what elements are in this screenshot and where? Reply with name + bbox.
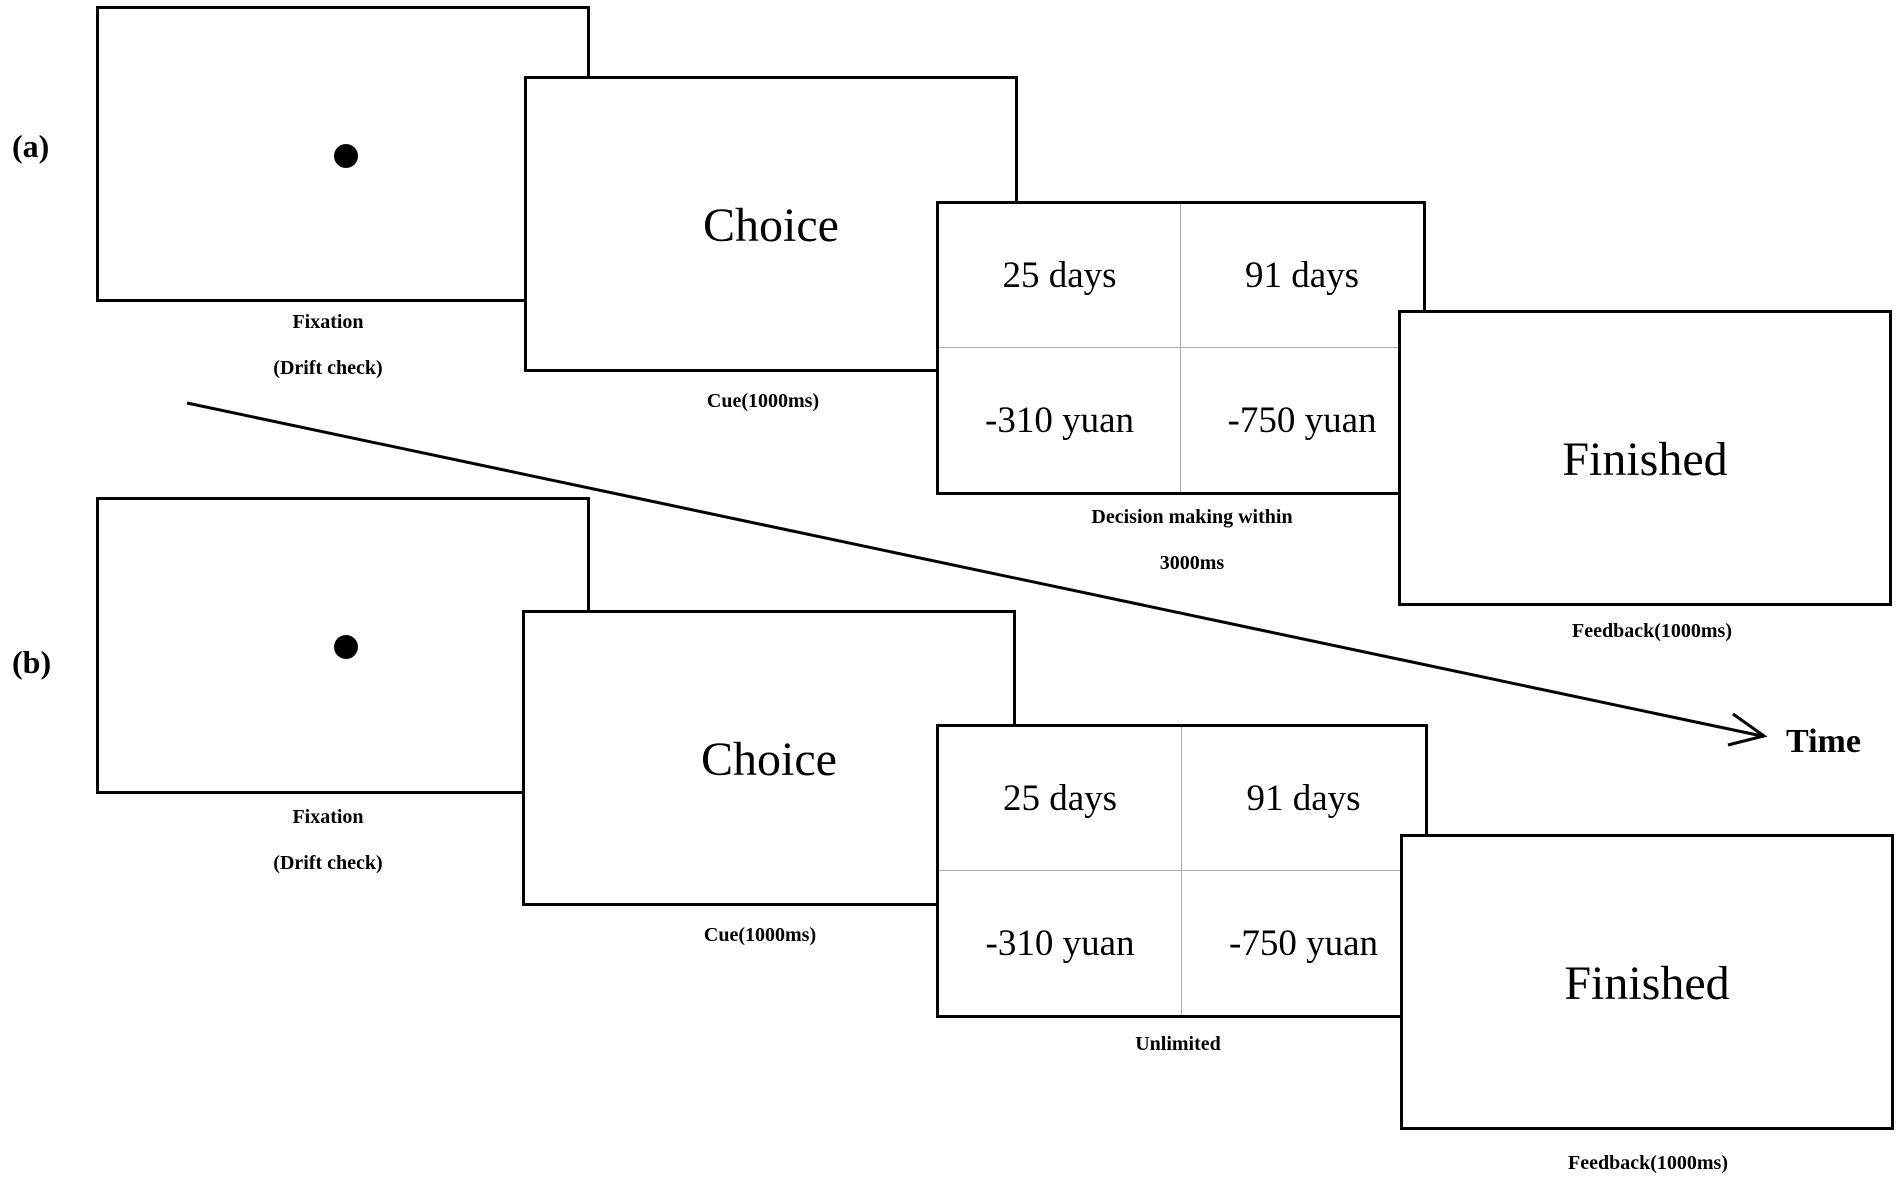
time-label: Time <box>1786 723 1861 760</box>
feedback-caption-b: Feedback(1000ms) <box>1568 1152 1728 1174</box>
decision-caption-b: Unlimited <box>1135 1033 1221 1055</box>
option-amount-right-b: -750 yuan <box>1229 922 1378 964</box>
arrowhead-icon <box>1727 712 1768 747</box>
fixation-subcaption-a: (Drift check) <box>273 357 383 379</box>
fixation-dot-icon <box>334 635 358 659</box>
fixation-screen-b <box>96 497 590 794</box>
cue-text-a: Choice <box>703 199 839 252</box>
decision-screen-a: 25 days 91 days -310 yuan -750 yuan <box>936 201 1426 495</box>
option-delay-right-a: 91 days <box>1181 204 1423 348</box>
feedback-text-b: Finished <box>1564 957 1730 1010</box>
fixation-caption-a: Fixation <box>292 311 364 333</box>
option-delay-right-b: 91 days <box>1182 727 1425 871</box>
cue-screen-b: Choice <box>522 610 1016 906</box>
time-arrow-line <box>186 401 1763 738</box>
panel-label-b: (b) <box>12 644 52 680</box>
cue-caption-b: Cue(1000ms) <box>703 924 817 946</box>
option-amount-right-a: -750 yuan <box>1227 399 1377 441</box>
decision-screen-b: 25 days 91 days -310 yuan -750 yuan <box>936 724 1428 1018</box>
fixation-dot-icon <box>334 144 358 168</box>
option-amount-left-a: -310 yuan <box>939 348 1181 492</box>
panel-label-a: (a) <box>12 128 50 164</box>
cue-screen-a: Choice <box>524 76 1018 372</box>
feedback-text-a: Finished <box>1562 433 1728 486</box>
cue-caption-a: Cue(1000ms) <box>706 390 820 412</box>
feedback-screen-b: Finished <box>1400 834 1894 1130</box>
feedback-caption-a: Feedback(1000ms) <box>1572 620 1732 642</box>
fixation-screen-a <box>96 6 590 302</box>
option-delay-left-b: 25 days <box>939 727 1182 871</box>
decision-caption-a: Decision making within <box>1091 506 1293 528</box>
option-delay-left-a: 25 days <box>939 204 1181 348</box>
fixation-caption-b: Fixation <box>292 806 364 828</box>
fixation-subcaption-b: (Drift check) <box>273 852 383 874</box>
decision-subcaption-a: 3000ms <box>1159 552 1225 574</box>
option-amount-left-b: -310 yuan <box>939 871 1182 1015</box>
feedback-screen-a: Finished <box>1398 310 1892 606</box>
cue-text-b: Choice <box>701 733 837 786</box>
